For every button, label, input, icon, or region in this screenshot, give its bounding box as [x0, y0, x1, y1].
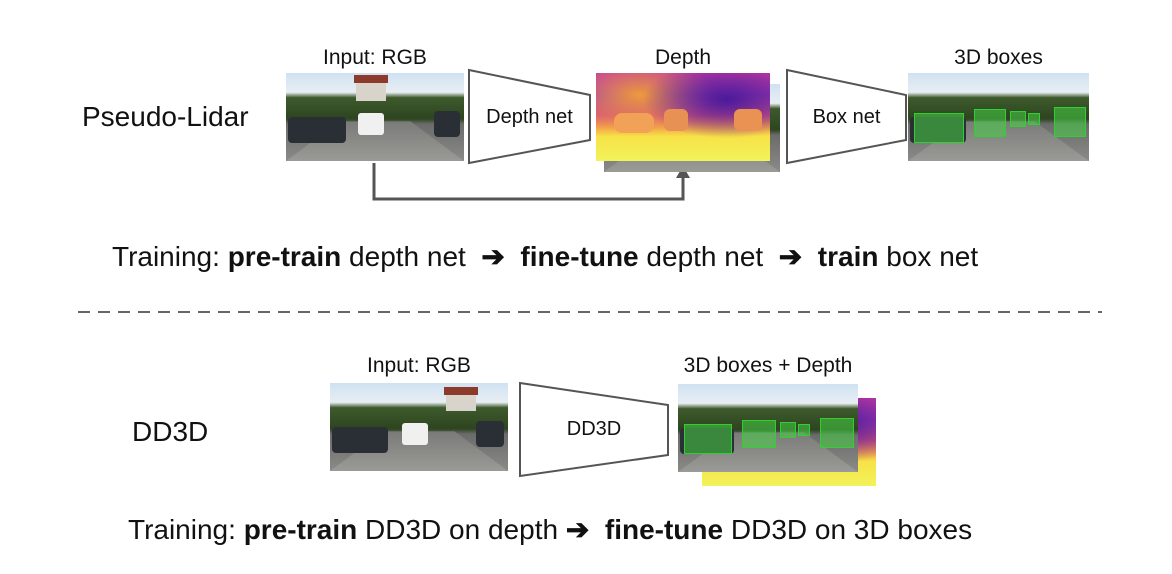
pl-input-caption: Input: RGB	[323, 46, 427, 69]
depth-map-image	[596, 73, 770, 161]
pl-step2-rest: depth net	[638, 241, 771, 272]
dd3d-net-label: DD3D	[566, 418, 622, 440]
pl-step1-bold: pre-train	[227, 241, 342, 272]
dd3d-training-line: Training: pre-train DD3D on depth ➔ fine…	[128, 513, 972, 546]
rgb-to-depth-arrowhead	[676, 166, 690, 178]
pl-3d-boxes-image	[908, 73, 1089, 161]
pl-arrow2: ➔	[778, 241, 803, 272]
pseudo-lidar-row-label: Pseudo-Lidar	[82, 101, 249, 132]
dd3d-step1-bold: pre-train	[243, 514, 358, 545]
dd3d-3d-boxes-image	[678, 384, 858, 472]
dd3d-training-prefix: Training:	[128, 514, 244, 545]
box-net-label: Box net	[812, 106, 881, 128]
pl-step3-rest: box net	[878, 241, 979, 272]
box-net-trapezoid	[786, 68, 907, 165]
pl-input-rgb-image	[286, 73, 464, 161]
depth-net-label: Depth net	[486, 106, 573, 128]
dd3d-input-rgb-image	[330, 383, 508, 471]
rgb-to-depth-arrow	[372, 163, 685, 201]
pl-output-caption: 3D boxes	[954, 46, 1043, 69]
dd3d-arrow1: ➔	[565, 514, 590, 545]
pl-step1-rest: depth net	[341, 241, 474, 272]
pl-step3-bold: train	[817, 241, 879, 272]
pl-arrow1: ➔	[481, 241, 505, 272]
depth-caption: Depth	[654, 46, 712, 69]
dd3d-output-caption: 3D boxes + Depth	[683, 354, 853, 377]
pl-step2-bold: fine-tune	[520, 241, 639, 272]
depth-net-trapezoid	[468, 68, 591, 165]
dd3d-step2-bold: fine-tune	[604, 514, 724, 545]
dd3d-step2-rest: DD3D on 3D boxes	[723, 514, 973, 545]
dd3d-row-label: DD3D	[132, 416, 209, 447]
dd3d-input-caption: Input: RGB	[367, 354, 471, 377]
pl-training-prefix: Training:	[112, 241, 228, 272]
pl-training-line: Training: pre-train depth net ➔ fine-tun…	[112, 240, 978, 273]
dd3d-step1-rest: DD3D on depth	[357, 514, 566, 545]
dd3d-net-trapezoid	[519, 381, 669, 478]
